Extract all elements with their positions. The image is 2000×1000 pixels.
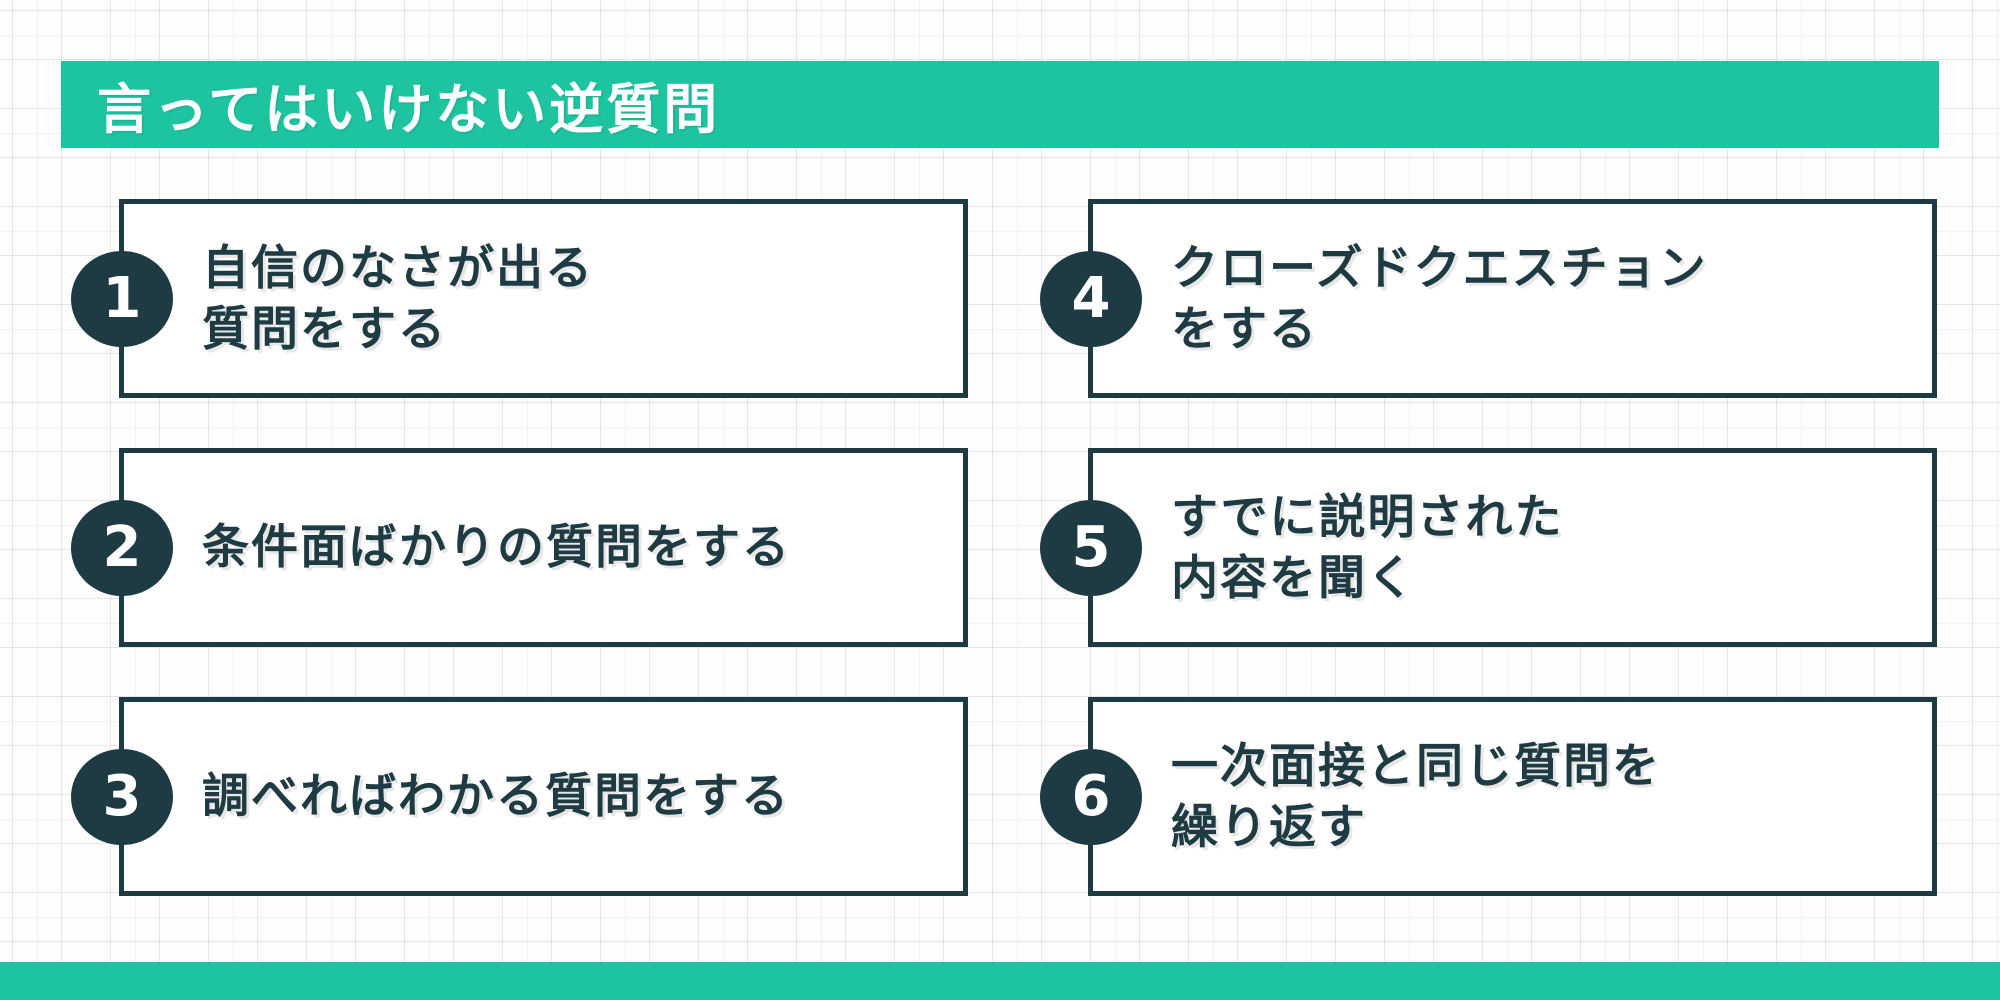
item-number-badge-2: 2 — [71, 499, 173, 596]
item-number-badge-1: 1 — [71, 250, 173, 347]
item-text-4: クローズドクエスチョン をする — [1171, 204, 1922, 393]
item-box-1: 1 自信のなさが出る 質問をする — [71, 199, 968, 398]
item-text-3-line-1: 調べればわかる質問をする — [202, 769, 790, 824]
item-number-badge-6: 6 — [1040, 748, 1142, 845]
item-number-badge-4: 4 — [1040, 250, 1142, 347]
item-text-5-line-2: 内容を聞く — [1171, 550, 1416, 606]
item-text-3: 調べればわかる質問をする — [202, 702, 953, 891]
item-number-badge-3: 3 — [71, 748, 173, 845]
item-box-4: 4 クローズドクエスチョン をする — [1040, 199, 1937, 398]
item-text-1-line-2: 質問をする — [202, 301, 447, 357]
item-number-4: 4 — [1071, 265, 1111, 331]
item-number-badge-5: 5 — [1040, 499, 1142, 596]
item-text-4-line-1: クローズドクエスチョン — [1171, 240, 1708, 296]
item-number-2: 2 — [102, 514, 142, 580]
item-text-2: 条件面ばかりの質問をする — [202, 453, 953, 642]
footer-accent-bar — [0, 962, 2000, 1000]
item-box-5: 5 すでに説明された 内容を聞く — [1040, 448, 1937, 647]
item-number-1: 1 — [102, 265, 142, 331]
item-box-6: 6 一次面接と同じ質問を 繰り返す — [1040, 697, 1937, 896]
item-box-2: 2 条件面ばかりの質問をする — [71, 448, 968, 647]
item-text-5-line-1: すでに説明された — [1171, 489, 1564, 545]
item-box-3: 3 調べればわかる質問をする — [71, 697, 968, 896]
item-number-3: 3 — [102, 763, 142, 829]
item-text-6-line-2: 繰り返す — [1171, 799, 1367, 855]
item-text-1: 自信のなさが出る 質問をする — [202, 204, 953, 393]
item-number-5: 5 — [1071, 514, 1111, 580]
item-number-6: 6 — [1071, 763, 1111, 829]
item-text-2-line-1: 条件面ばかりの質問をする — [202, 520, 791, 575]
item-text-1-line-1: 自信のなさが出る — [202, 240, 594, 296]
item-text-5: すでに説明された 内容を聞く — [1171, 453, 1922, 642]
title-banner: 言ってはいけない逆質問 — [61, 61, 1939, 148]
page-title: 言ってはいけない逆質問 — [97, 78, 721, 141]
item-text-4-line-2: をする — [1171, 301, 1318, 357]
item-text-6: 一次面接と同じ質問を 繰り返す — [1171, 702, 1922, 891]
item-text-6-line-1: 一次面接と同じ質問を — [1171, 738, 1661, 794]
